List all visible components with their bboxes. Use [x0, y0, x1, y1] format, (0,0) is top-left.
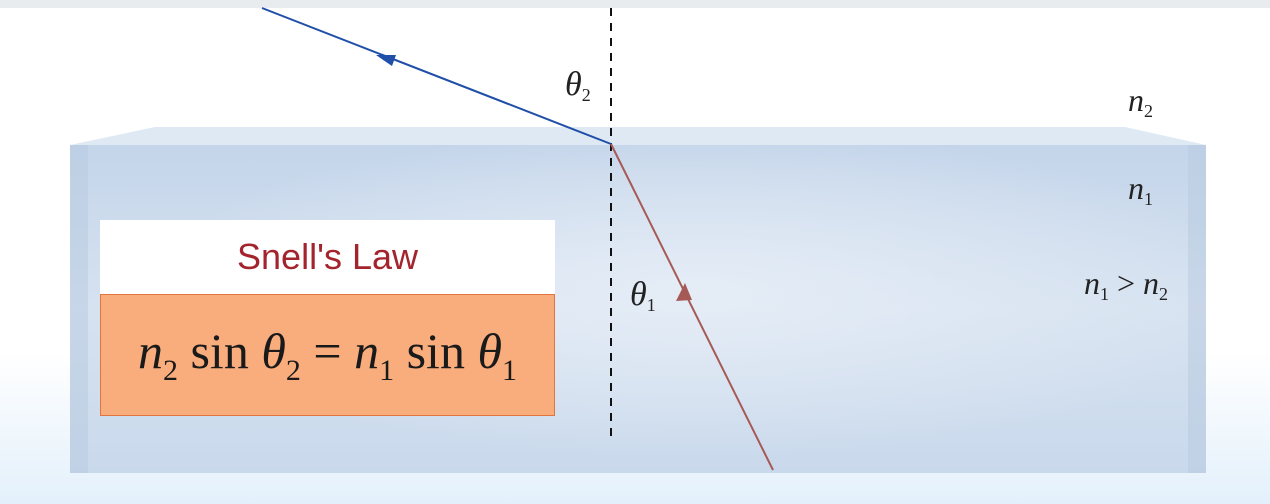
- formula-sin-right: sin: [406, 323, 465, 379]
- formula-theta1-subscript: 1: [502, 354, 518, 387]
- formula-theta1: θ: [477, 323, 503, 379]
- formula-theta2: θ: [261, 323, 286, 379]
- glass-top-face: [70, 127, 1206, 145]
- formula-theta2-subscript: 2: [285, 354, 301, 387]
- formula-equals: =: [313, 323, 342, 379]
- formula-n2: n: [137, 323, 163, 379]
- incident-ray-arrow: [676, 283, 692, 301]
- formula-equation: n2 sin θ2 = n1 sin θ1: [138, 322, 517, 388]
- formula-title: Snell's Law: [237, 236, 418, 277]
- snells-law-formula: n2 sin θ2 = n1 sin θ1: [100, 294, 555, 416]
- formula-title-box: Snell's Law: [100, 220, 555, 294]
- refracted-ray-arrow: [376, 55, 396, 66]
- n1-label: n1: [1128, 170, 1153, 209]
- theta1-label: θ1: [630, 276, 656, 315]
- formula-n2-subscript: 2: [162, 354, 178, 387]
- n2-label: n2: [1128, 82, 1153, 121]
- theta2-label: θ2: [565, 66, 591, 105]
- refracted-ray: [261, 7, 612, 145]
- incident-ray: [610, 143, 774, 471]
- formula-n1-subscript: 1: [379, 354, 395, 387]
- formula-sin-left: sin: [190, 323, 249, 379]
- index-condition-label: n1 > n2: [1084, 265, 1169, 304]
- formula-n1: n: [354, 323, 380, 379]
